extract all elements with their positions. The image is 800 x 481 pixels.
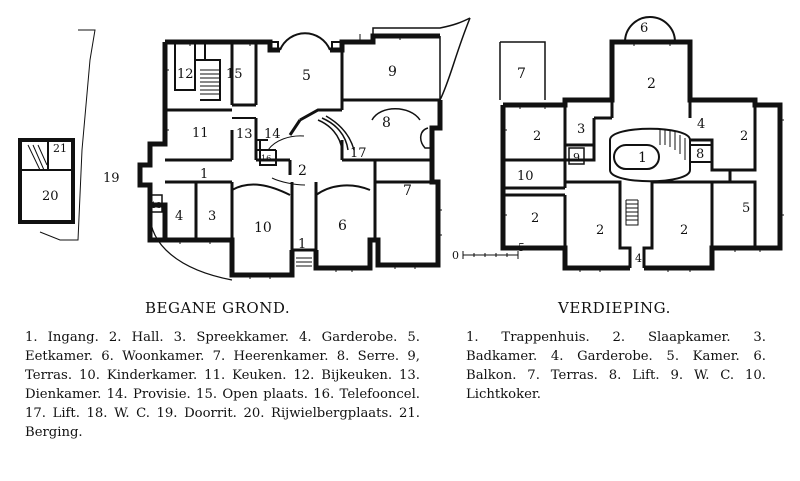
- room-label: 2: [740, 129, 748, 144]
- room-label: 8: [382, 115, 391, 131]
- room-label: 2: [533, 129, 541, 144]
- room-label: 10: [254, 220, 272, 236]
- room-label: 5: [742, 201, 750, 216]
- room-label: 4: [175, 209, 183, 224]
- room-label: 18: [151, 201, 161, 210]
- room-label: 9: [573, 151, 580, 164]
- room-label: 2: [647, 76, 656, 92]
- floor-plans: 1 1 2 3 4 5 6 7 8 9 10 11 12 13 14 15 16…: [18, 16, 784, 281]
- scale-start-label: 0: [452, 249, 459, 262]
- room-label: 1: [200, 167, 208, 182]
- room-label: 4: [697, 117, 705, 132]
- room-label: 10: [517, 169, 534, 184]
- room-label: 6: [338, 218, 347, 234]
- scale-bar: 0 5: [452, 241, 525, 262]
- room-label: 7: [403, 183, 412, 199]
- room-label: 13: [236, 127, 253, 142]
- room-label: 15: [226, 67, 243, 82]
- room-label: 3: [577, 122, 585, 137]
- room-label: 2: [531, 211, 539, 226]
- scale-end-label: 5: [518, 241, 525, 254]
- room-label: 1: [298, 237, 306, 252]
- room-label: 14: [264, 127, 281, 142]
- ground-floor-title: BEGANE GROND.: [145, 299, 291, 317]
- room-label: 2: [596, 223, 604, 238]
- ground-floor-labels: 1 1 2 3 4 5 6 7 8 9 10 11 12 13 14 15 16…: [42, 64, 412, 252]
- upper-floor-plan: [499, 16, 784, 272]
- room-label: 16: [261, 154, 271, 163]
- room-label: 3: [208, 209, 216, 224]
- upper-floor-labels: 1 2 2 2 2 2 2 3 4 4 5 6 7 8 9 10: [517, 21, 750, 265]
- room-label: 2: [680, 223, 688, 238]
- room-label: 8: [696, 147, 704, 162]
- ground-floor-plan: [18, 17, 471, 281]
- room-label: 17: [350, 146, 367, 161]
- room-label: 2: [298, 163, 307, 179]
- room-label: 7: [517, 66, 526, 82]
- room-label: 20: [42, 189, 59, 204]
- upper-floor-title: VERDIEPING.: [558, 299, 671, 317]
- room-label: 11: [192, 126, 209, 141]
- room-label: 6: [640, 21, 648, 36]
- room-label: 9: [388, 64, 397, 80]
- room-label: 4: [635, 252, 642, 265]
- room-label: 5: [302, 68, 311, 84]
- room-label: 21: [53, 142, 67, 155]
- upper-floor-legend: 1. Trappenhuis. 2. Slaapkamer. 3. Badkam…: [466, 330, 766, 402]
- ground-floor-legend: 1. Ingang. 2. Hall. 3. Spreekkamer. 4. G…: [25, 330, 420, 440]
- room-label: 12: [177, 67, 194, 82]
- room-label: 1: [638, 150, 647, 166]
- room-label: 19: [103, 171, 120, 186]
